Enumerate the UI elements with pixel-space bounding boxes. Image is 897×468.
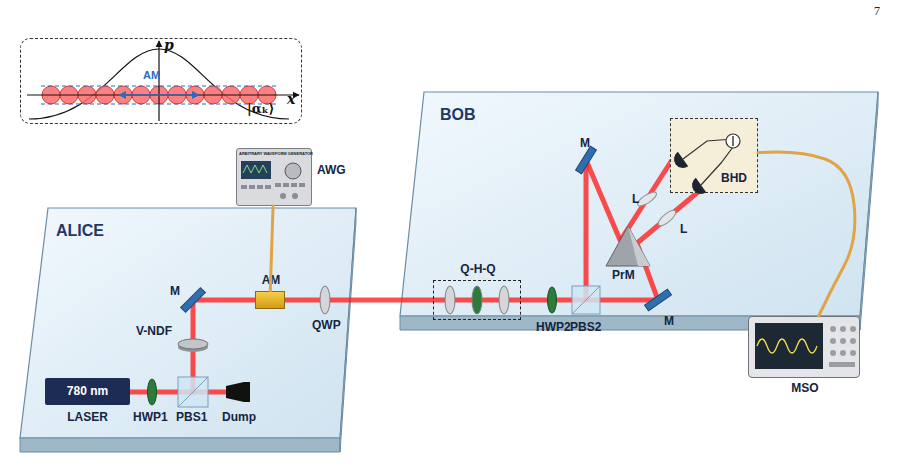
- component-label: L: [632, 192, 639, 206]
- state-label: |αₖ⟩: [247, 101, 274, 116]
- component-label: V-NDF: [136, 324, 172, 338]
- illustration-part: [299, 183, 305, 187]
- amplitude-band: [41, 86, 279, 87]
- component-label: Q-H-Q: [434, 262, 522, 276]
- current-meter: [732, 136, 733, 146]
- board-title: BOB: [440, 106, 476, 124]
- board-top: [20, 208, 356, 438]
- illustration-part: [850, 326, 856, 332]
- awg-screen: [241, 161, 271, 179]
- illustration-part: [283, 183, 289, 187]
- component-label: M: [580, 136, 590, 150]
- balanced-detector: BHD: [670, 118, 758, 193]
- illustration-part: [241, 185, 247, 189]
- illustration-part: [291, 183, 297, 187]
- board-side: [340, 208, 356, 452]
- component-label: Dump: [222, 410, 256, 424]
- modulation-arrow: [119, 94, 199, 96]
- scope-knobs: [829, 326, 856, 367]
- page-number: 7: [874, 4, 880, 19]
- amplitude-modulator: AM: [255, 291, 285, 309]
- illustration-part: [830, 350, 836, 356]
- component-label: M: [170, 284, 180, 298]
- scope-trace: [757, 339, 817, 353]
- component-label: QWP: [312, 318, 341, 332]
- component-label: LASER: [45, 410, 130, 424]
- illustration-part: [840, 338, 846, 344]
- illustration-part: [850, 350, 856, 356]
- inset-box: p x AM |αₖ⟩: [20, 38, 302, 124]
- component-label: HWP1: [133, 410, 168, 424]
- awg-front-panel: [237, 149, 311, 205]
- component-label: M: [664, 314, 674, 328]
- modulation-label: AM: [143, 69, 160, 81]
- x-axis: [27, 94, 299, 95]
- table-board: [398, 90, 880, 335]
- component-label: AM: [252, 273, 290, 287]
- photodiode: [670, 152, 688, 172]
- component-label: PrM: [612, 268, 635, 282]
- current-meter: [726, 134, 740, 148]
- wavelength-label: 780 nm: [45, 384, 130, 398]
- awg-buttons: [241, 183, 305, 199]
- laser-source: 780 nmLASER: [45, 378, 130, 405]
- axis-label: p: [164, 37, 174, 53]
- board-top: [400, 92, 878, 316]
- oscilloscope-panel: [749, 317, 859, 377]
- illustration-part: [830, 326, 836, 332]
- device-caption: ARBITRARY WAVEFORM GENERATOR: [239, 151, 313, 156]
- p-axis: [158, 41, 159, 121]
- axis-label: x: [287, 91, 295, 107]
- awg-waveform: [243, 165, 267, 173]
- component-label: HWP2: [536, 320, 571, 334]
- oscilloscope: MSO: [748, 316, 860, 378]
- awg-knob: [285, 163, 301, 179]
- illustration-part: [830, 338, 836, 344]
- illustration-part: [292, 193, 298, 199]
- scope-screen: [755, 323, 823, 369]
- board-title: ALICE: [56, 222, 104, 240]
- illustration-part: [850, 338, 856, 344]
- illustration-part: [280, 193, 286, 199]
- illustration-part: [265, 185, 271, 189]
- board-front: [20, 438, 340, 452]
- component-label: MSO: [749, 381, 861, 395]
- component-label: L: [680, 222, 687, 236]
- illustration-part: [257, 185, 263, 189]
- illustration-part: [275, 183, 281, 187]
- bob-board: BOB Q-H-Q BHD: [398, 90, 880, 335]
- component-label: BHD: [721, 171, 747, 185]
- illustration-part: [840, 350, 846, 356]
- photodiode: [688, 178, 706, 198]
- component-label: AWG: [317, 163, 346, 177]
- waveform-generator: ARBITRARY WAVEFORM GENERATORAWG: [236, 148, 312, 206]
- waveplate-group: Q-H-Q: [433, 280, 521, 320]
- amplitude-band: [41, 104, 279, 105]
- component-label: PBS2: [570, 320, 601, 334]
- component-label: PBS1: [176, 410, 207, 424]
- illustration-part: [840, 326, 846, 332]
- illustration-part: [829, 362, 855, 367]
- illustration-part: [249, 185, 255, 189]
- board-side: [860, 92, 878, 330]
